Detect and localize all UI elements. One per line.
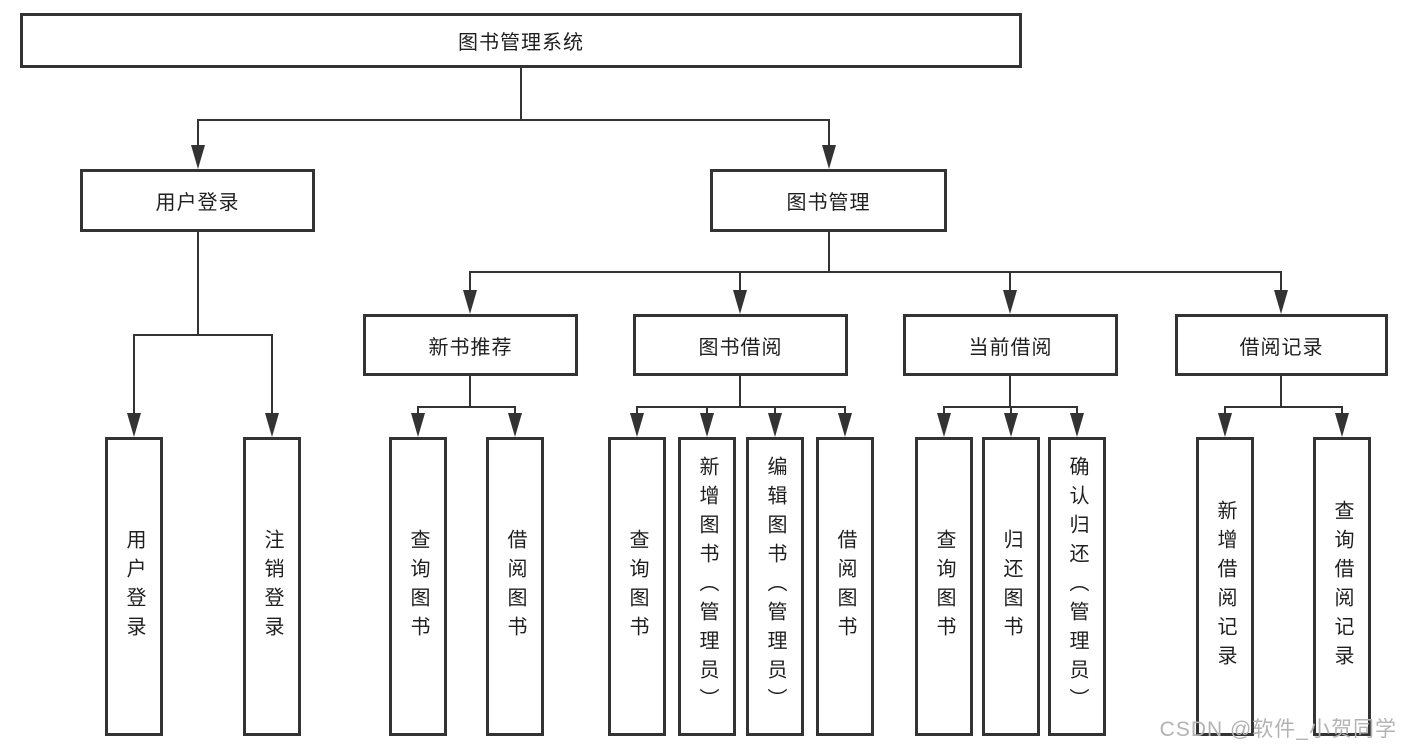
node-label: 新增图书（管理员） (696, 456, 718, 717)
connector-line (271, 334, 273, 416)
node-label: 图书管理 (786, 192, 871, 214)
node-leaf-return-books: 归还图书 (982, 437, 1040, 736)
arrow-down-icon (463, 290, 477, 314)
arrow-down-icon (1218, 413, 1232, 437)
arrow-down-icon (411, 413, 425, 437)
node-current-borrowing: 当前借阅 (903, 314, 1118, 376)
node-label: 确认归还（管理员） (1066, 456, 1088, 717)
connector-line (1076, 406, 1078, 418)
connector-line (1280, 271, 1282, 295)
node-book-management: 图书管理 (710, 169, 947, 232)
node-label: 注销登录 (261, 528, 283, 645)
arrow-down-icon (700, 413, 714, 437)
node-leaf-query-books-2: 查询图书 (608, 437, 666, 736)
connector-line (1010, 406, 1012, 418)
connector-line (1009, 376, 1011, 408)
arrow-down-icon (1070, 413, 1084, 437)
connector-line (943, 406, 945, 418)
connector-line (133, 334, 273, 336)
node-label: 图书管理系统 (458, 32, 584, 54)
node-leaf-add-book-admin: 新增图书（管理员） (678, 437, 736, 736)
node-label: 查询图书 (407, 528, 429, 645)
node-label: 当前借阅 (968, 336, 1053, 359)
connector-line (469, 271, 471, 295)
node-leaf-borrow-books-2: 借阅图书 (816, 437, 874, 736)
node-user-login: 用户登录 (80, 169, 315, 232)
connector-line (1224, 406, 1226, 418)
node-label: 查询图书 (626, 528, 648, 645)
connector-line (636, 406, 638, 418)
connector-line (1341, 406, 1343, 418)
arrow-down-icon (127, 413, 141, 437)
node-label: 查询图书 (933, 528, 955, 645)
connector-line (133, 334, 135, 416)
connector-line (844, 406, 846, 418)
connector-line (739, 271, 741, 295)
arrow-down-icon (1274, 290, 1288, 314)
node-leaf-confirm-return-admin: 确认归还（管理员） (1048, 437, 1106, 736)
connector-line (1009, 271, 1011, 295)
node-label: 查询借阅记录 (1331, 499, 1353, 674)
node-leaf-query-borrow-record: 查询借阅记录 (1313, 437, 1371, 736)
connector-line (1280, 376, 1282, 408)
connector-line (514, 406, 516, 418)
node-leaf-borrow-books-1: 借阅图书 (486, 437, 544, 736)
arrow-down-icon (937, 413, 951, 437)
arrow-down-icon (1335, 413, 1349, 437)
node-leaf-edit-book-admin: 编辑图书（管理员） (746, 437, 804, 736)
connector-line (197, 119, 830, 121)
node-leaf-query-books-3: 查询图书 (915, 437, 973, 736)
arrow-down-icon (768, 413, 782, 437)
arrow-down-icon (630, 413, 644, 437)
arrow-down-icon (508, 413, 522, 437)
connector-line (520, 68, 522, 120)
node-book-borrowing: 图书借阅 (633, 314, 848, 376)
node-new-book-recommend: 新书推荐 (363, 314, 578, 376)
node-label: 用户登录 (123, 528, 145, 645)
connector-line (197, 232, 199, 335)
arrow-down-icon (822, 145, 836, 169)
arrow-down-icon (1004, 413, 1018, 437)
node-label: 用户登录 (155, 192, 240, 214)
connector-line (706, 406, 708, 418)
connector-line (774, 406, 776, 418)
node-leaf-add-borrow-record: 新增借阅记录 (1196, 437, 1254, 736)
arrow-down-icon (838, 413, 852, 437)
arrow-down-icon (191, 145, 205, 169)
node-label: 借阅图书 (834, 528, 856, 645)
connector-line (828, 232, 830, 272)
node-leaf-logout: 注销登录 (243, 437, 301, 736)
connector-line (197, 119, 199, 150)
connector-line (1224, 406, 1343, 408)
node-label: 编辑图书（管理员） (764, 456, 786, 717)
arrow-down-icon (1003, 290, 1017, 314)
node-label: 图书借阅 (698, 336, 783, 359)
node-borrowing-records: 借阅记录 (1175, 314, 1388, 376)
node-label: 新书推荐 (428, 336, 513, 359)
csdn-watermark: CSDN @软件_小贺同学 (1159, 718, 1397, 741)
connector-line (828, 119, 830, 150)
node-label: 新增借阅记录 (1214, 499, 1236, 674)
connector-line (636, 406, 846, 408)
arrow-down-icon (733, 290, 747, 314)
connector-line (739, 376, 741, 408)
node-leaf-user-login: 用户登录 (105, 437, 163, 736)
connector-line (469, 271, 1282, 273)
node-root-library-system: 图书管理系统 (20, 13, 1022, 68)
node-leaf-query-books-1: 查询图书 (389, 437, 447, 736)
node-label: 归还图书 (1000, 528, 1022, 645)
connector-line (469, 376, 471, 408)
node-label: 借阅图书 (504, 528, 526, 645)
arrow-down-icon (265, 413, 279, 437)
connector-line (417, 406, 516, 408)
connector-line (417, 406, 419, 418)
node-label: 借阅记录 (1239, 336, 1324, 359)
